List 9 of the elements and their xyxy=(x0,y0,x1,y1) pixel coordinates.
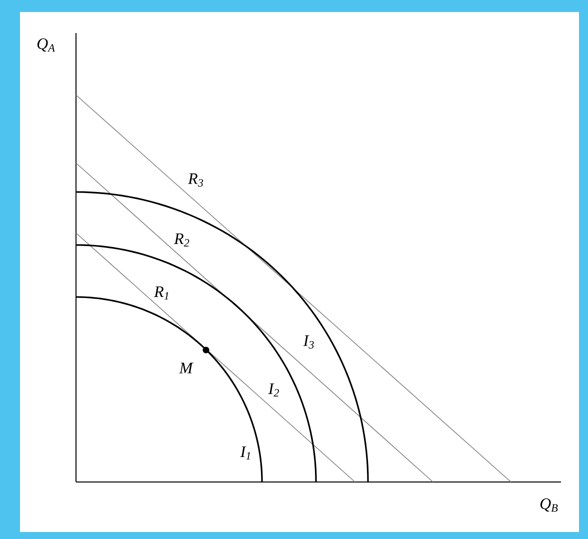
axis-label: Q$_{A}$ xyxy=(37,38,55,52)
curve-label: I$_{2}$ xyxy=(268,383,279,397)
point-label: M xyxy=(179,362,194,374)
curve-label: I$_{3}$ xyxy=(303,335,314,349)
axis-label: Q$_{B}$ xyxy=(540,498,558,512)
curve-label: I$_{1}$ xyxy=(240,446,250,460)
curve-label: R$_{2}$ xyxy=(174,233,190,247)
curve-label: R$_{3}$ xyxy=(188,173,204,187)
curve-label: R$_{1}$ xyxy=(154,286,168,300)
